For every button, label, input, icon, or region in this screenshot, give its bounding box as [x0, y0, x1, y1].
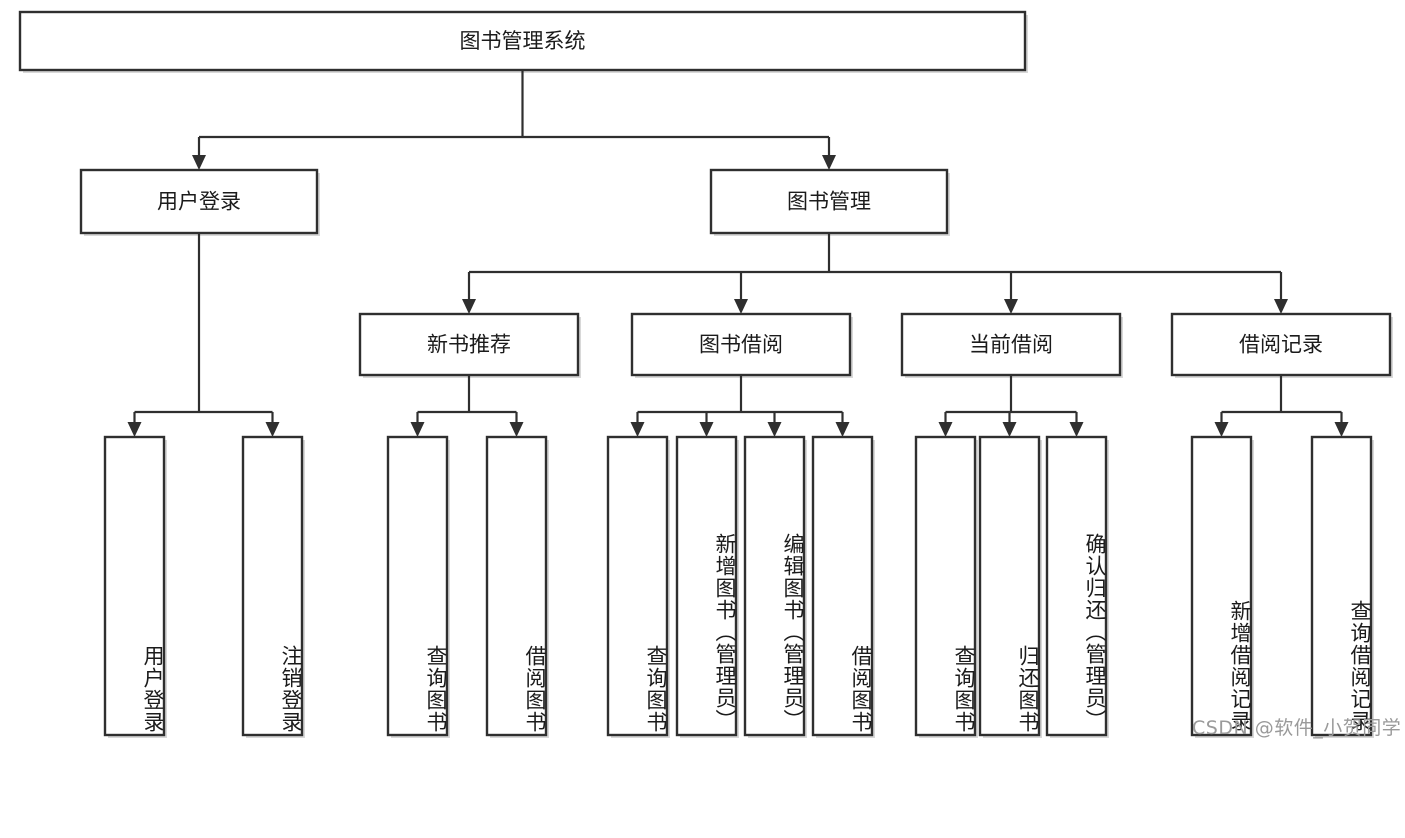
arrow-head-icon [835, 422, 850, 437]
arrow-head-icon [1334, 422, 1349, 437]
node-box-leaf-return-book[interactable] [978, 435, 1041, 737]
node-box-leaf-edit-book[interactable] [743, 435, 806, 737]
node-box-book-borrow[interactable] [630, 312, 852, 377]
node-box-book-manage[interactable] [709, 168, 949, 235]
node-box-current-borrow[interactable] [900, 312, 1122, 377]
node-box-leaf-query-book-br[interactable] [606, 435, 669, 737]
arrow-head-icon [410, 422, 425, 437]
node-box-root[interactable] [18, 10, 1027, 72]
watermark-text: CSDN @软件_小贺同学 [1192, 717, 1402, 739]
flowchart-diagram: 图书管理系统用户登录图书管理新书推荐图书借阅当前借阅借阅记录 用户登录注销登录查… [18, 10, 1402, 739]
node-label-root: 图书管理系统 [460, 29, 586, 53]
box-layer [18, 10, 1392, 737]
arrow-head-icon [1004, 299, 1018, 314]
arrow-head-icon [265, 422, 280, 437]
node-box-leaf-query-book-rec[interactable] [386, 435, 449, 737]
node-box-leaf-add-book[interactable] [675, 435, 738, 737]
node-box-borrow-record[interactable] [1170, 312, 1392, 377]
arrow-head-icon [1274, 299, 1288, 314]
node-box-new-book-rec[interactable] [358, 312, 580, 377]
arrow-head-icon [630, 422, 645, 437]
node-box-leaf-add-record[interactable] [1190, 435, 1253, 737]
node-label-user-login: 用户登录 [157, 190, 241, 214]
node-box-leaf-query-record[interactable] [1310, 435, 1373, 737]
arrow-head-icon [734, 299, 748, 314]
arrow-head-icon [1214, 422, 1229, 437]
node-box-leaf-user-login[interactable] [103, 435, 166, 737]
node-box-leaf-query-book-cb[interactable] [914, 435, 977, 737]
arrow-head-icon [767, 422, 782, 437]
node-box-leaf-user-logout[interactable] [241, 435, 304, 737]
node-label-book-manage: 图书管理 [787, 190, 871, 214]
arrow-head-icon [127, 422, 142, 437]
node-label-book-borrow: 图书借阅 [699, 333, 783, 357]
node-box-leaf-confirm-return[interactable] [1045, 435, 1108, 737]
node-label-borrow-record: 借阅记录 [1239, 333, 1323, 357]
arrow-head-icon [1002, 422, 1017, 437]
node-label-new-book-rec: 新书推荐 [427, 333, 511, 357]
arrow-head-icon [822, 155, 836, 170]
arrow-head-icon [938, 422, 953, 437]
node-box-leaf-borrow-book-rec[interactable] [485, 435, 548, 737]
arrow-head-icon [699, 422, 714, 437]
connector-layer [127, 70, 1349, 437]
arrow-head-icon [192, 155, 206, 170]
arrow-head-icon [462, 299, 476, 314]
arrow-head-icon [1069, 422, 1084, 437]
arrow-head-icon [509, 422, 524, 437]
node-label-current-borrow: 当前借阅 [969, 333, 1053, 357]
node-box-user-login[interactable] [79, 168, 319, 235]
node-box-leaf-borrow-book-br[interactable] [811, 435, 874, 737]
